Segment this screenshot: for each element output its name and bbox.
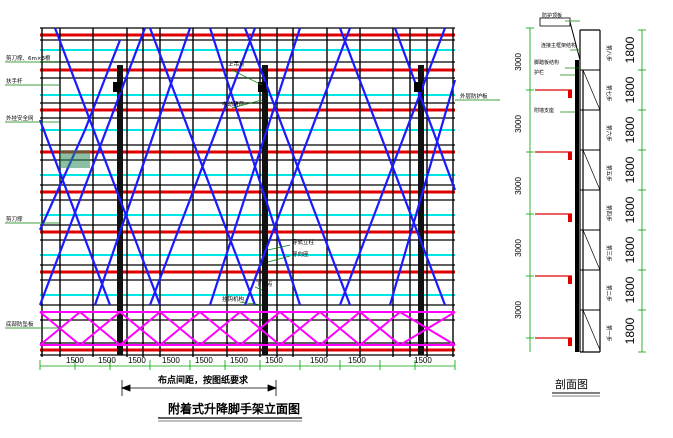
safety-net-swatch (60, 150, 90, 168)
cross-braces (38, 27, 457, 306)
bay-dim-10: 1500 (414, 356, 432, 365)
cyan-rails (40, 49, 455, 296)
callout-outer-guard-board: 外层防护板 (460, 92, 488, 100)
section-title: 剖面图 (555, 377, 588, 391)
section-guide-rail (575, 60, 579, 352)
elevation-view: 剪刀撑、6m×3根 扶手杆 外挂安全网 剪刀撑 底部防坠板 上吊点 电动葫芦 导… (5, 27, 500, 422)
callout-scissor-brace: 剪刀撑 (6, 215, 23, 223)
section-callout-leaders (560, 20, 580, 113)
bay-dim-4: 1500 (162, 356, 180, 365)
step-label-1: 第一步 (605, 325, 613, 342)
callout-electric-hoist: 电动葫芦 (222, 100, 245, 108)
section-callout-top-plate: 防护顶板 (542, 12, 562, 19)
section-view: 3000 3000 3000 3000 3000 (514, 12, 646, 397)
callout-guide-seat: 导向座 (292, 250, 309, 258)
section-callout-guardrail: 护栏 (534, 69, 544, 76)
left-callouts (5, 61, 60, 329)
section-diagonals (582, 69, 601, 351)
section-callout-footplate: 脚踏板结构 (534, 59, 559, 66)
right-dim-1800-6: 1800 (623, 236, 637, 263)
bay-dimension-line (39, 360, 456, 370)
step-label-3: 第三步 (605, 245, 613, 262)
section-dim-3000-3: 3000 (514, 177, 523, 195)
bay-dim-8: 1500 (310, 356, 328, 365)
step-label-7: 第七步 (605, 85, 613, 102)
mid-callout-leaders (231, 69, 291, 306)
step-label-4: 第四步 (605, 205, 613, 222)
wall-supports (568, 90, 572, 346)
elevation-title: 附着式升降脚手架立面图 (168, 401, 300, 416)
guide-columns (117, 65, 424, 355)
section-callout-main-frame: 连接主框架结构 (541, 42, 576, 49)
bay-dim-5: 1500 (195, 356, 213, 365)
section-right-dims: 1800 1800 1800 1800 1800 1800 1800 1800 (623, 36, 637, 344)
bay-dimension-labels: 1500 1500 1500 1500 1500 1500 1500 1500 … (66, 356, 432, 365)
step-label-8: 第八步 (605, 45, 613, 62)
section-dim-3000-5: 3000 (514, 301, 523, 319)
callout-safety-net: 外挂安全网 (6, 114, 34, 122)
step-label-6: 第六步 (605, 125, 613, 142)
callout-hook-mechanism: 挂钩机构 (222, 295, 245, 303)
right-dim-1800-5: 1800 (623, 196, 637, 223)
hoist-icons (113, 82, 422, 92)
bottom-magenta-bracing (39, 311, 456, 346)
section-dim-3000-2: 3000 (514, 115, 523, 133)
section-dim-3000-1: 3000 (514, 53, 523, 71)
right-dim-1800-4: 1800 (623, 156, 637, 183)
floor-slabs (535, 89, 572, 339)
floor-step-labels: 第八步 第七步 第六步 第五步 第四步 第三步 第二步 第一步 (605, 45, 613, 342)
right-dim-1800-7: 1800 (623, 276, 637, 303)
right-dim-1800-1: 1800 (623, 36, 637, 63)
bay-dim-7: 1500 (265, 356, 283, 365)
bay-dim-1: 1500 (66, 356, 84, 365)
callout-scissor-brace-6m: 剪刀撑、6m×3根 (6, 54, 51, 62)
step-label-5: 第五步 (605, 165, 613, 182)
callout-bottom-plate: 底部防坠板 (6, 320, 34, 328)
callout-lower-lift-point: 下吊点 (256, 281, 273, 288)
right-dim-1800-3: 1800 (623, 116, 637, 143)
callout-handrail: 扶手杆 (6, 77, 23, 85)
step-label-2: 第二步 (605, 285, 613, 302)
bay-dim-2: 1500 (98, 356, 116, 365)
section-left-dimline (526, 27, 534, 352)
spacing-note-arrow (120, 380, 278, 396)
right-dim-1800-8: 1800 (623, 317, 637, 344)
section-dim-3000-4: 3000 (514, 239, 523, 257)
bay-dim-3: 1500 (128, 356, 146, 365)
section-callout-wall-bracket: 附墙支座 (534, 107, 554, 114)
red-guard-bands (40, 33, 455, 352)
spacing-note: 布点间距，按图纸要求 (157, 374, 249, 386)
right-dim-1800-2: 1800 (623, 76, 637, 103)
section-frame (579, 29, 601, 353)
bay-dim-9: 1500 (348, 356, 366, 365)
top-guard-board (539, 17, 571, 27)
section-right-dimline (638, 29, 646, 353)
bay-dim-6: 1500 (230, 356, 248, 365)
callout-upper-lift-point: 上吊点 (228, 60, 245, 68)
callout-guide-column: 导轨立柱 (292, 238, 315, 246)
